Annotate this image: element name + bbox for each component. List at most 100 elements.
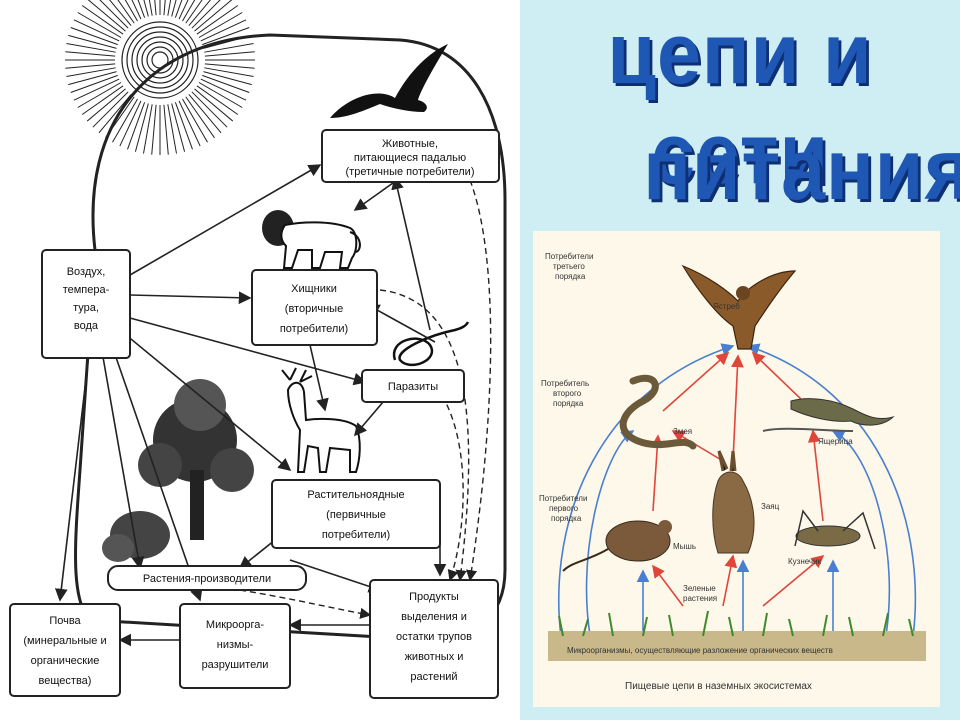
third-order-label-3: порядка bbox=[555, 272, 586, 281]
sun-ray bbox=[191, 0, 221, 29]
air-node: Воздух, темпера- тура, вода bbox=[41, 249, 131, 359]
air-label-3: тура, bbox=[73, 302, 99, 314]
sun-ray bbox=[143, 104, 153, 154]
sun-ray bbox=[81, 5, 124, 35]
sun-ray bbox=[68, 34, 117, 49]
sun-ray bbox=[66, 67, 116, 77]
sun-ray bbox=[204, 63, 255, 69]
soil-node: Почва (минеральные и органические вещест… bbox=[9, 603, 121, 697]
sun-ray bbox=[198, 12, 243, 38]
microorganisms-label-1: Микроорга- bbox=[206, 619, 264, 631]
snake-icon bbox=[392, 321, 470, 367]
microorganisms-label-2: низмы- bbox=[217, 639, 254, 651]
sun-ray bbox=[73, 78, 120, 101]
sun-ray bbox=[131, 0, 142, 20]
sun-ray bbox=[178, 0, 189, 20]
sun-ray bbox=[65, 63, 116, 69]
deer-icon bbox=[281, 367, 361, 473]
sun-ray bbox=[148, 0, 153, 16]
sun-ray bbox=[200, 78, 247, 101]
sun-ray bbox=[87, 0, 126, 32]
scavengers-label-3: (третичные потребители) bbox=[346, 166, 475, 178]
sun-ray bbox=[203, 71, 252, 86]
shrub-icon bbox=[102, 511, 170, 562]
sun-ray bbox=[163, 0, 166, 16]
first-order-label-1: Потребители bbox=[539, 494, 587, 503]
snake-label: Змея bbox=[673, 427, 692, 436]
second-order-label-3: порядка bbox=[553, 399, 584, 408]
sun-ray bbox=[204, 51, 255, 57]
sun-ray bbox=[171, 0, 177, 17]
scavengers-label-1: Животные, bbox=[382, 138, 438, 150]
lizard-label: Ящерица bbox=[818, 437, 853, 446]
sun-ray bbox=[109, 0, 132, 26]
title-line-1: цепи и сети bbox=[607, 6, 873, 202]
soil-label-2: (минеральные и bbox=[23, 635, 106, 647]
sun-ray bbox=[182, 98, 208, 143]
hawk-icon bbox=[681, 264, 797, 350]
sun-ray bbox=[117, 0, 135, 24]
ground-label: Микроорганизмы, осуществляющие разложени… bbox=[567, 646, 833, 655]
grasshopper-icon bbox=[794, 509, 876, 550]
sun-ray bbox=[194, 88, 234, 122]
soil-label-1: Почва bbox=[49, 615, 81, 627]
sun-ray bbox=[196, 5, 239, 35]
sun-ring bbox=[136, 36, 184, 84]
sun-ray bbox=[191, 91, 228, 128]
scavengers-node: Животные, питающиеся падалью (третичные … bbox=[321, 129, 500, 183]
mouse-icon bbox=[562, 520, 672, 572]
plants-label-1: Зеленые bbox=[683, 584, 716, 593]
food-chain-illustration: Потребители третьего порядка Потребитель… bbox=[533, 231, 940, 707]
predators-label-1: Хищники bbox=[291, 283, 337, 295]
third-order-label-2: третьего bbox=[553, 262, 585, 271]
grass-icon bbox=[558, 610, 914, 637]
sun-ray bbox=[202, 27, 250, 46]
hare-icon bbox=[712, 450, 755, 554]
hare-label: Заяц bbox=[761, 502, 780, 511]
sun-ray bbox=[204, 67, 254, 77]
sun-ray bbox=[196, 85, 239, 115]
sun-ray bbox=[86, 88, 126, 122]
sun-ray bbox=[185, 96, 215, 139]
slide-title: цепи и сети питания bbox=[520, 0, 960, 230]
sun-ray bbox=[188, 94, 222, 134]
sun-ray bbox=[185, 0, 203, 24]
grasshopper-label: Кузнечик bbox=[788, 557, 822, 566]
herbivores-node: Растительноядные (первичные потребители) bbox=[271, 479, 441, 549]
soil-label-4: вещества) bbox=[39, 675, 92, 687]
sun-ray bbox=[92, 91, 129, 128]
caption: Пищевые цепи в наземных экосистемах bbox=[625, 681, 812, 692]
sun-ray bbox=[198, 82, 243, 108]
herbivores-label-2: (первичные bbox=[326, 509, 386, 521]
sun-ray bbox=[73, 19, 120, 42]
first-order-label-2: первого bbox=[549, 504, 579, 513]
products-label-5: растений bbox=[410, 671, 457, 683]
sun-ray bbox=[194, 0, 233, 32]
predators-label-3: потребители) bbox=[280, 323, 348, 335]
sun-ray bbox=[182, 0, 196, 22]
products-label-3: остатки трупов bbox=[396, 631, 472, 643]
ground-strip bbox=[548, 631, 926, 661]
tree-icon bbox=[138, 379, 254, 540]
sun-ray bbox=[202, 74, 250, 93]
sun-ray bbox=[77, 82, 122, 108]
second-order-label-2: второго bbox=[553, 389, 582, 398]
sun-ray bbox=[65, 51, 116, 57]
predators-node: Хищники (вторичные потребители) bbox=[251, 269, 378, 346]
products-label-1: Продукты bbox=[409, 591, 459, 603]
parasites-label: Паразиты bbox=[388, 381, 438, 393]
sun-ray bbox=[174, 102, 193, 150]
soil-label-3: органические bbox=[31, 655, 100, 667]
red-feeding-arrows bbox=[650, 351, 825, 607]
sun-ray bbox=[200, 19, 247, 42]
sun-ray bbox=[154, 0, 157, 16]
sun-ray bbox=[167, 0, 172, 16]
sun-ray bbox=[77, 12, 122, 38]
bird-icon bbox=[330, 44, 448, 118]
sun-ray bbox=[66, 43, 116, 53]
sun-ray bbox=[119, 100, 142, 147]
sun-ray bbox=[70, 27, 118, 46]
air-label-4: вода bbox=[74, 320, 99, 332]
sun-ray bbox=[174, 0, 183, 18]
first-order-label-3: порядка bbox=[551, 514, 582, 523]
